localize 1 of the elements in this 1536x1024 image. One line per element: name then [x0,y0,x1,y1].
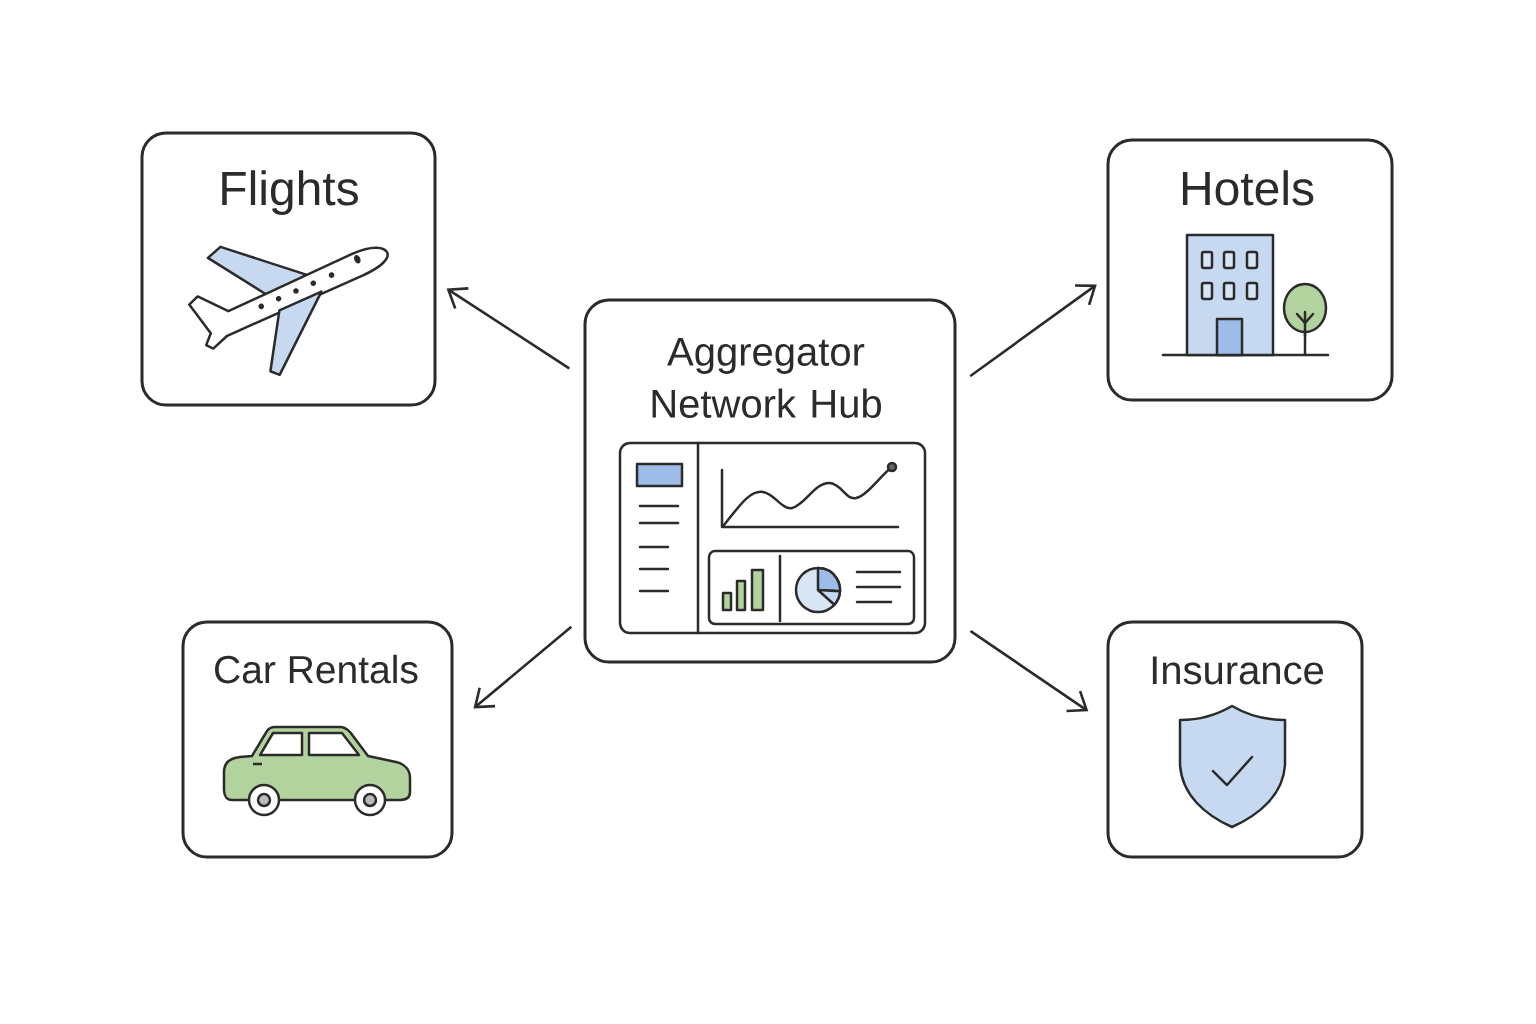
hub-box: Aggregator Network Hub [583,298,957,664]
